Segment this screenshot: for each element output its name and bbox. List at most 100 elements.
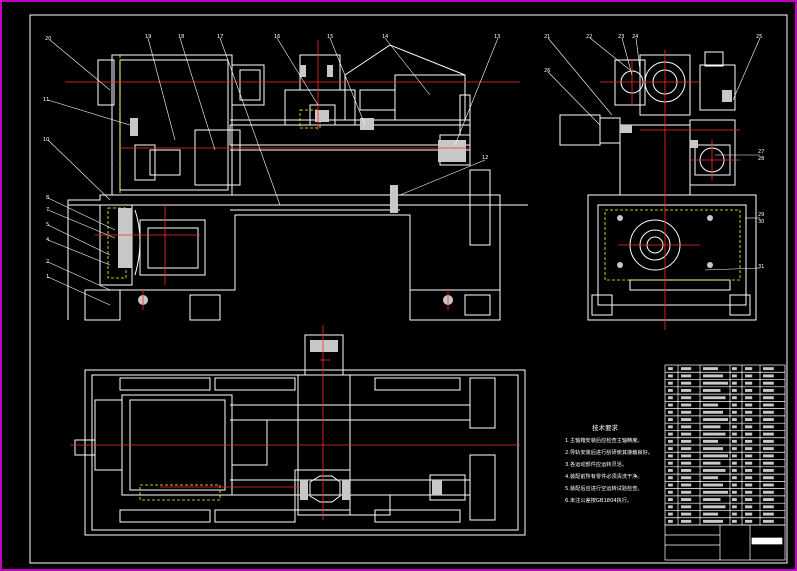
parts-list-entry — [763, 512, 774, 516]
callout-label: 14 — [382, 34, 388, 40]
parts-list-entry — [763, 439, 774, 443]
parts-list-entry — [668, 469, 673, 472]
parts-list-entry — [703, 374, 723, 378]
side-view-centerlines — [600, 50, 740, 330]
parts-list-entry — [703, 505, 726, 509]
callout-label: 31 — [758, 264, 764, 270]
parts-list-entry — [732, 425, 737, 429]
parts-list-entry — [732, 410, 737, 414]
parts-list-entry — [745, 512, 753, 516]
side-view-parts — [617, 90, 732, 268]
parts-list-entry — [732, 439, 737, 443]
side-view-hidden — [604, 209, 741, 281]
parts-list-entry — [745, 367, 753, 371]
parts-list-entry — [703, 389, 721, 392]
callout-label: 17 — [217, 34, 223, 40]
parts-list-entry — [732, 396, 737, 400]
parts-list-entry — [703, 519, 723, 523]
parts-list-entry — [732, 490, 737, 494]
parts-list-entry — [703, 367, 718, 371]
parts-list-entry — [732, 374, 737, 378]
callout-label: 18 — [178, 34, 184, 40]
parts-list-entry — [745, 476, 753, 480]
parts-list-entry — [745, 403, 753, 407]
parts-list-entry — [681, 483, 692, 487]
top-view-centerlines — [70, 325, 520, 520]
parts-list-entry — [668, 439, 673, 443]
parts-list-entry — [763, 418, 774, 421]
parts-list-entry — [681, 447, 692, 451]
parts-list-entry — [763, 374, 774, 378]
parts-list-table — [664, 364, 786, 526]
parts-list-entry — [681, 454, 692, 458]
callout-label: 4 — [46, 237, 49, 243]
callout-label: 25 — [756, 34, 762, 40]
parts-list-entry — [681, 461, 692, 465]
parts-list-entry — [763, 396, 774, 400]
front-view-centerlines — [65, 40, 520, 310]
callout-label: 29 — [758, 212, 764, 218]
callout-label: 10 — [43, 137, 49, 143]
parts-list-entry — [763, 447, 774, 451]
tech-req-line: 4.装配前所有零件必须清洗干净。 — [565, 472, 643, 480]
parts-list-entry — [732, 432, 737, 436]
parts-list-entry — [745, 439, 753, 443]
callout-label: 16 — [274, 34, 280, 40]
callout-label: 1 — [46, 274, 49, 280]
parts-list-entry — [668, 374, 673, 378]
parts-list-entry — [681, 403, 692, 407]
parts-list-entry — [763, 461, 774, 465]
parts-list-entry — [732, 447, 737, 451]
callout-label: 21 — [544, 34, 550, 40]
callout-label: 7 — [46, 207, 49, 213]
callout-label: 20 — [45, 36, 51, 42]
parts-list-entry — [703, 432, 726, 436]
front-view — [67, 44, 528, 321]
parts-list-entry — [668, 505, 673, 509]
parts-list-entry — [763, 454, 774, 458]
parts-list-entry — [745, 454, 753, 458]
parts-list-entry — [703, 410, 723, 414]
parts-list-entry — [681, 439, 692, 443]
parts-list-entry — [732, 483, 737, 487]
inner-frame — [29, 14, 788, 564]
callout-label: 12 — [482, 155, 488, 161]
parts-list-entry — [668, 519, 673, 523]
front-view-callout-labels: 20 19 18 17 16 15 14 13 11 10 8 7 5 4 2 … — [43, 34, 500, 280]
callout-label: 23 — [618, 34, 624, 40]
top-view — [74, 334, 526, 536]
parts-list-entry — [763, 490, 774, 494]
callout-label: 28 — [758, 156, 764, 162]
parts-list-entry — [703, 498, 721, 501]
parts-list-entry — [681, 381, 692, 385]
parts-list-entry — [763, 476, 774, 480]
parts-list-entry — [732, 461, 737, 465]
parts-list-entry — [763, 403, 774, 407]
callout-label: 5 — [46, 222, 49, 228]
parts-list-entry — [668, 403, 673, 407]
parts-list-entry — [703, 476, 718, 480]
parts-list-entry — [703, 512, 718, 516]
parts-list-entry — [763, 425, 774, 429]
parts-list-entry — [763, 469, 774, 472]
callout-label: 2 — [46, 259, 49, 265]
parts-list-entry — [763, 505, 774, 509]
parts-list-entry — [668, 447, 673, 451]
parts-list-entry — [745, 498, 753, 501]
parts-list-entry — [703, 454, 728, 458]
parts-list-rows — [665, 371, 785, 519]
parts-list-entry — [732, 403, 737, 407]
parts-list-entry — [732, 476, 737, 480]
parts-list-entry — [703, 396, 726, 400]
parts-list-entry — [681, 476, 692, 480]
parts-list-entry — [681, 374, 692, 378]
parts-list-entry — [681, 396, 692, 400]
front-view-leaders — [47, 37, 499, 306]
parts-list-entry — [745, 505, 753, 509]
parts-list-entry — [703, 469, 726, 472]
parts-list-entry — [745, 447, 753, 451]
callout-label: 27 — [758, 149, 764, 155]
parts-list-entry — [668, 381, 673, 385]
parts-list-entry — [745, 389, 753, 392]
